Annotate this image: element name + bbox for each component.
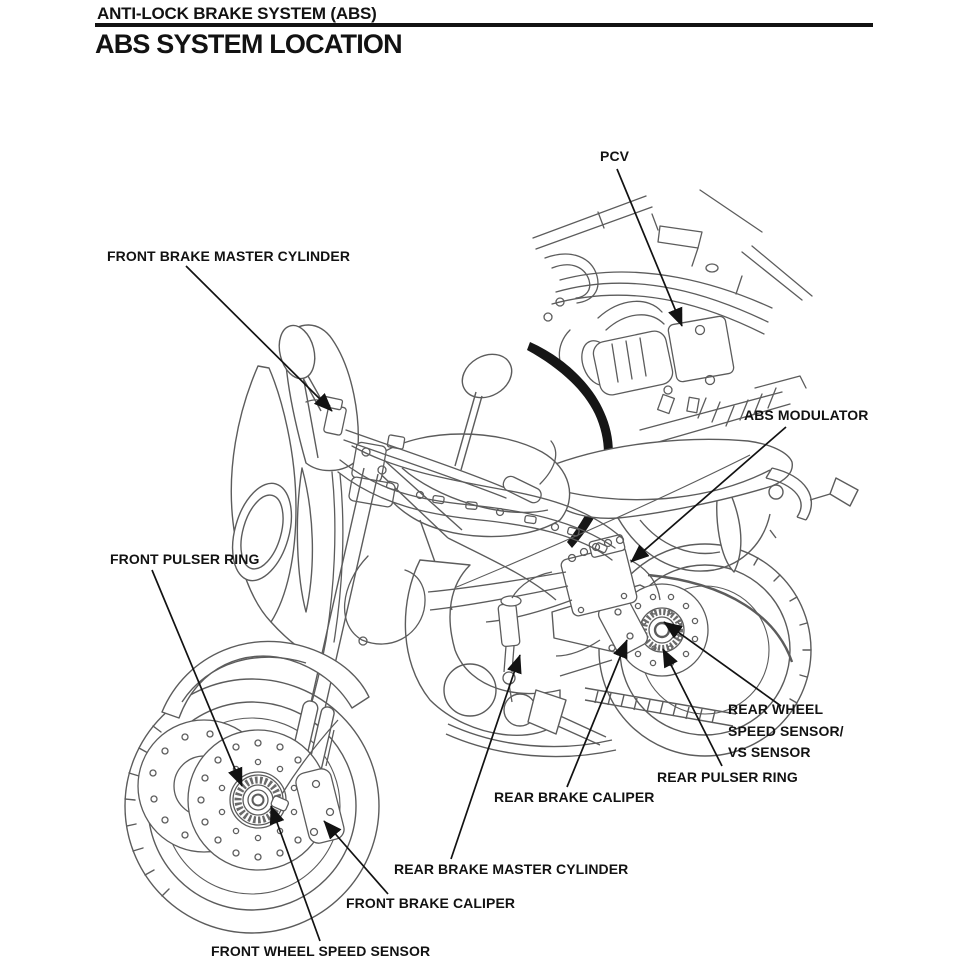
header-divider [95,23,873,27]
label-abs-modulator: ABS MODULATOR [744,407,869,423]
seat [542,438,793,520]
pcv-inset-detail [532,189,813,446]
label-front-wheel-speed-sensor: FRONT WHEEL SPEED SENSOR [211,943,431,959]
rear-brake-disc-and-pulser-ring [555,583,709,677]
leader-rear-brake-master-cylinder [450,654,522,860]
front-fender [161,640,370,719]
leader-front-brake-caliper [323,820,389,895]
abs-modulator-unit [427,534,661,623]
leader-rear-pulser-ring [662,648,723,767]
page-title: ABS SYSTEM LOCATION [95,29,403,59]
front-brake-disc-and-pulser-ring [137,719,345,871]
leader-rear-brake-caliper [566,639,628,788]
leader-front-pulser-ring [151,569,243,787]
rear-brake-master-cylinder-part [497,571,553,703]
leader-front-wheel-speed-sensor [269,805,321,942]
label-rear-brake-caliper: REAR BRAKE CALIPER [494,789,655,805]
leader-lines [151,168,787,942]
section-kicker: ANTI-LOCK BRAKE SYSTEM (ABS) [97,4,377,23]
leader-rear-wheel-speed-sensor [663,621,782,707]
grab-rail [771,467,812,521]
label-front-brake-master-cylinder: FRONT BRAKE MASTER CYLINDER [107,248,351,264]
inner-rear-fender [716,479,742,573]
label-front-brake-caliper: FRONT BRAKE CALIPER [346,895,516,911]
bodywork [377,433,859,599]
label-rear-brake-master-cylinder: REAR BRAKE MASTER CYLINDER [394,861,629,877]
headlight [231,482,293,582]
label-pcv: PCV [600,148,630,164]
label-rear-pulser-ring: REAR PULSER RING [657,769,798,785]
engine-and-frame [371,459,617,758]
tail-cowl [617,513,771,572]
label-front-pulser-ring: FRONT PULSER RING [110,551,260,567]
leader-pcv [616,168,683,327]
leader-front-brake-master-cylinder [185,265,333,412]
label-rear-wheel-speed-sensor: REAR WHEEL SPEED SENSOR/ VS SENSOR [728,701,844,761]
inset-callout-swoosh [527,342,613,548]
right-mirror [461,353,513,399]
leader-abs-modulator [630,426,787,563]
turn-signal [829,477,859,507]
